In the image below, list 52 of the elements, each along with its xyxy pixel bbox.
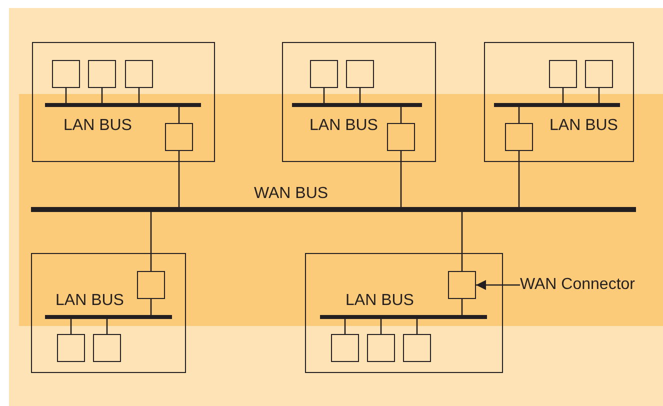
connection-line — [400, 107, 402, 123]
device-box — [88, 60, 116, 88]
lan-box — [31, 253, 186, 373]
connection-line — [518, 107, 520, 123]
arrow — [476, 280, 520, 290]
connection-line — [150, 212, 152, 271]
connection-line — [70, 319, 72, 334]
device-box — [386, 122, 414, 150]
bus-label: LAN BUS — [550, 116, 618, 136]
bus-label: LAN BUS — [310, 116, 378, 136]
device-box — [330, 334, 358, 362]
device-box — [548, 60, 576, 88]
device-box — [402, 334, 430, 362]
connection-line — [461, 299, 463, 315]
connection-line — [344, 319, 346, 334]
connection-line — [380, 319, 382, 334]
connection-line — [359, 88, 361, 103]
connection-line — [150, 299, 152, 315]
device-box — [136, 270, 164, 298]
device-box — [504, 122, 532, 150]
connection-line — [178, 151, 180, 207]
connection-line — [518, 151, 520, 207]
connection-line — [106, 319, 108, 334]
lan-box — [32, 42, 215, 162]
device-box — [52, 60, 80, 88]
connection-line — [598, 88, 600, 103]
connection-line — [562, 88, 564, 103]
connection-line — [323, 88, 325, 103]
lan-box — [305, 253, 503, 373]
lan-box — [484, 42, 634, 162]
device-box — [92, 334, 120, 362]
connection-line — [400, 151, 402, 207]
bus-label: LAN BUS — [56, 290, 124, 310]
callout-label: WAN Connector — [520, 274, 660, 296]
device-box — [124, 60, 152, 88]
device-box — [164, 122, 192, 150]
device-box — [56, 334, 84, 362]
connection-line — [65, 88, 67, 103]
connection-line — [416, 319, 418, 334]
connection-line — [178, 107, 180, 123]
connection-line — [138, 88, 140, 103]
device-box — [310, 60, 338, 88]
device-box — [366, 334, 394, 362]
device-box — [346, 60, 374, 88]
bus-label: WAN BUS — [254, 184, 328, 204]
bus-label: LAN BUS — [64, 116, 132, 136]
bus-label: LAN BUS — [346, 290, 414, 310]
connection-line — [461, 212, 463, 271]
device-box — [448, 270, 476, 298]
lan-box — [282, 42, 436, 162]
connection-line — [101, 88, 103, 103]
device-box — [584, 60, 612, 88]
